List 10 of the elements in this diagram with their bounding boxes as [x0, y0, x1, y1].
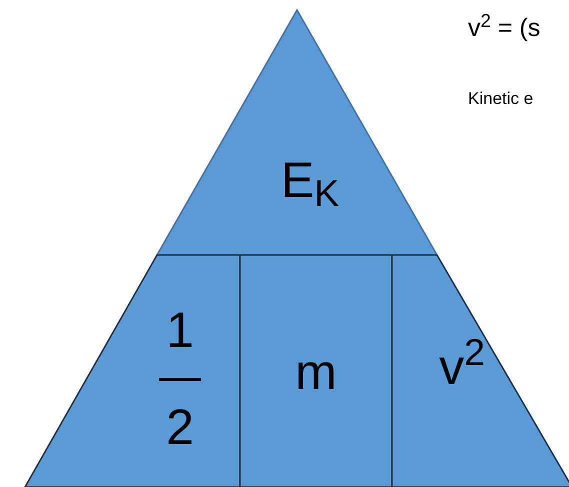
formula-text: E$_{K}$: [280, 155, 340, 205]
formula-note: Kinetic e: [468, 90, 534, 107]
triangle-section: [240, 255, 392, 487]
formula-text: m: [295, 347, 337, 397]
denominator: 2: [166, 402, 194, 452]
triangle-section: [392, 255, 569, 487]
formula-note: v$^{2}$ = (s: [468, 16, 540, 41]
numerator: 1: [166, 305, 194, 355]
triangle-section: [25, 255, 240, 487]
triangle-section: [157, 10, 437, 255]
